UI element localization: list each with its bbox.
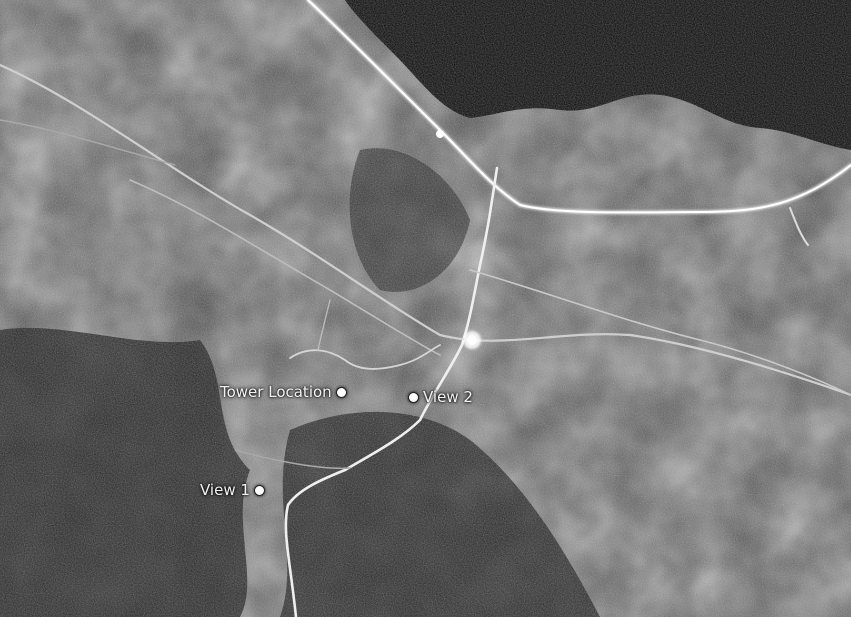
view-1-marker[interactable]: View 1	[200, 481, 265, 499]
view-2-label: View 2	[423, 388, 473, 406]
tower-location-label: Tower Location	[220, 383, 332, 401]
road-diagonal-main	[0, 63, 851, 397]
road-small-branch	[317, 299, 331, 351]
road-southwest	[234, 449, 351, 469]
road-east	[469, 269, 851, 396]
location-dot-icon[interactable]	[335, 386, 347, 398]
road-winding-local	[289, 344, 441, 370]
town-center-core	[467, 335, 477, 345]
road-coastal-highway-core	[307, 0, 851, 214]
view-2-marker[interactable]: View 2	[408, 388, 473, 406]
highway-bright-spot	[436, 130, 444, 138]
location-dot-icon[interactable]	[253, 484, 265, 496]
tower-location-marker[interactable]: Tower Location	[220, 383, 347, 401]
road-north-south	[284, 166, 499, 617]
view-1-label: View 1	[200, 481, 250, 499]
location-dot-icon[interactable]	[408, 391, 419, 403]
road-northwest	[0, 119, 176, 166]
road-diagonal-secondary	[129, 179, 441, 356]
road-east-branch	[789, 207, 809, 246]
